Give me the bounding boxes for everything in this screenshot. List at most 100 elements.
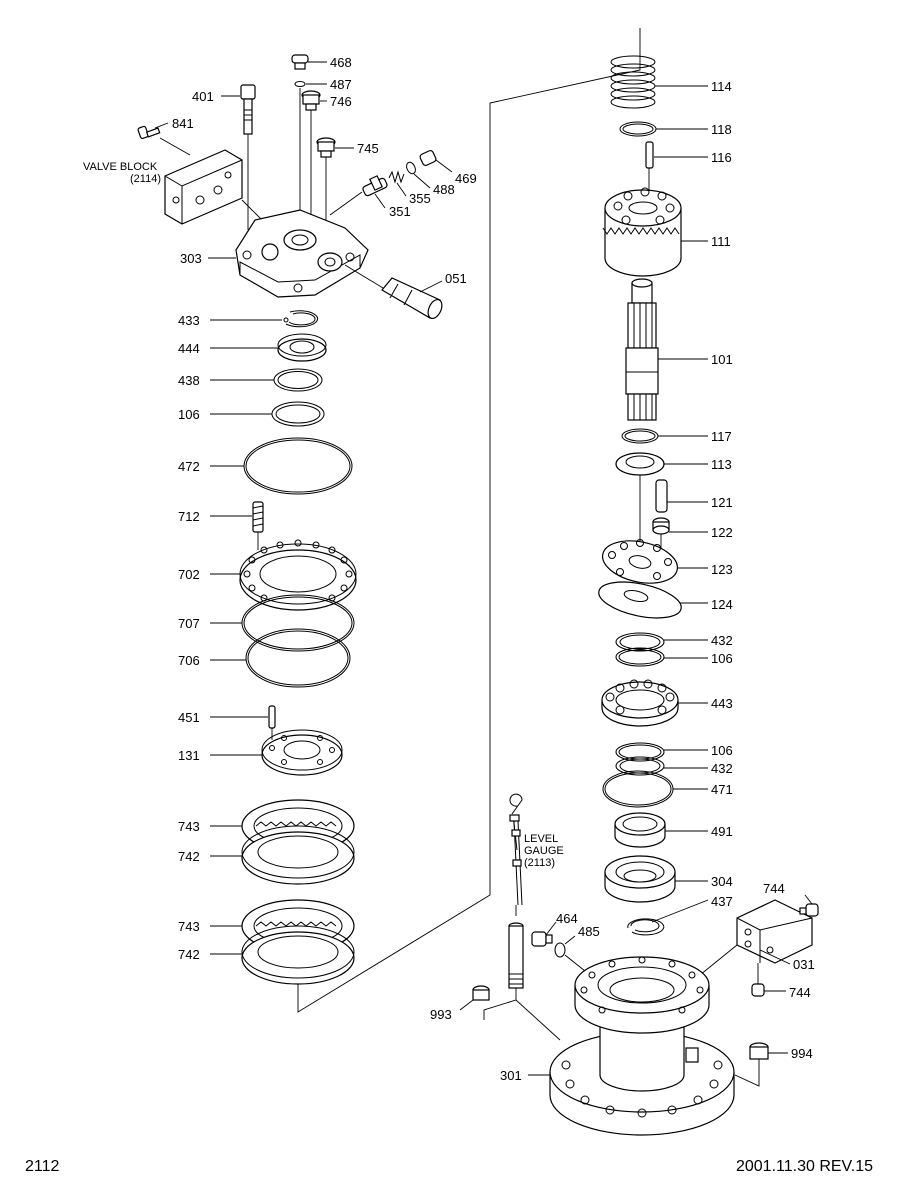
label-468: 468 [330,55,352,70]
label-993: 993 [430,1007,452,1022]
part-301-housing [528,956,735,1136]
part-744-screw-a [799,894,819,917]
label-432-b: 432 [711,761,733,776]
label-491: 491 [711,824,733,839]
part-123-retainer-plate [601,539,708,584]
label-472: 472 [178,459,200,474]
part-485-o-ring [554,935,591,976]
part-444-bearing [210,333,327,362]
valve-block-ref: (2114) [130,173,161,185]
part-106-ring-b [615,647,708,667]
part-468-plug [291,54,327,70]
label-101: 101 [711,352,733,367]
part-745-plug [316,137,354,230]
label-742-a: 742 [178,849,200,864]
part-702-plate [210,539,357,611]
label-106-a: 106 [178,407,200,422]
part-451-pin [210,705,276,740]
part-707-o-ring [210,594,355,652]
label-301: 301 [500,1068,522,1083]
part-742-separator-plate-b [210,925,355,985]
valve-block-label: VALVE BLOCK [83,161,158,173]
revision-date: 2001.11.30 REV.15 [735,1158,873,1175]
label-841: 841 [172,116,194,131]
part-443-bearing [601,679,708,727]
part-994-plug [734,1042,788,1087]
label-742-b: 742 [178,947,200,962]
label-122: 122 [711,525,733,540]
level-gauge [509,793,523,916]
label-451: 451 [178,710,200,725]
part-118-ring [619,121,708,137]
part-031-valve [699,899,813,976]
part-464-plug [531,921,557,947]
label-031: 031 [793,957,815,972]
part-401-bolt [221,84,256,230]
label-464: 464 [556,911,578,926]
part-355-spring [388,170,407,197]
label-437: 437 [711,894,733,909]
label-124: 124 [711,597,733,612]
part-121-piston [655,479,708,513]
part-746-plug [299,88,327,230]
label-744-a: 744 [763,881,785,896]
label-707: 707 [178,616,200,631]
part-432-snap-ring-a [615,632,708,652]
label-743-b: 743 [178,919,200,934]
label-131: 131 [178,748,200,763]
part-438-ring [210,368,323,392]
label-051: 051 [445,271,467,286]
label-444: 444 [178,341,200,356]
part-433-snap-ring [210,310,319,328]
label-443: 443 [711,696,733,711]
label-469: 469 [455,171,477,186]
part-117-ring [621,428,708,444]
part-101-drive-shaft [625,278,708,421]
label-471: 471 [711,782,733,797]
label-113: 113 [711,457,732,472]
label-123: 123 [711,562,733,577]
part-488-o-ring [406,161,431,189]
assembly-connector-line [297,28,641,1013]
label-111: 111 [711,234,731,249]
part-114-spring [610,55,708,109]
label-433: 433 [178,313,200,328]
part-491-oil-seal [614,812,708,848]
label-744-b: 744 [789,985,811,1000]
part-706-o-ring [210,628,351,688]
label-351: 351 [389,204,411,219]
part-432-snap-ring-b [615,756,708,776]
label-702: 702 [178,567,200,582]
part-124-shoe-plate [598,581,708,619]
label-712: 712 [178,509,200,524]
part-744-screw-b [751,963,786,997]
part-351-spool [329,175,388,216]
label-114: 114 [711,79,732,94]
label-106-b: 106 [711,651,733,666]
label-118: 118 [711,122,732,137]
part-304-cover [604,855,708,903]
label-106-c: 106 [711,743,733,758]
label-304: 304 [711,874,733,889]
label-116: 116 [711,150,732,165]
part-113-spherical-bush [615,452,708,545]
label-432-a: 432 [711,633,733,648]
part-471-o-ring [602,770,708,808]
gauge-pipe [483,922,561,1041]
part-116-pin [645,141,708,190]
label-303: 303 [180,251,202,266]
part-712-spring [210,501,264,550]
label-485: 485 [578,924,600,939]
level-gauge-label-2: GAUGE [524,845,564,857]
label-488: 488 [433,182,455,197]
label-745: 745 [357,141,379,156]
level-gauge-label-3: (2113) [524,857,555,869]
part-051-shaft [344,264,443,320]
part-131-plate [210,729,343,776]
label-401: 401 [192,89,214,104]
part-841-screw [137,122,191,156]
part-106-ring-a [210,401,325,427]
label-994: 994 [791,1046,813,1061]
part-303-cover [208,209,369,298]
valve-block [164,149,263,225]
